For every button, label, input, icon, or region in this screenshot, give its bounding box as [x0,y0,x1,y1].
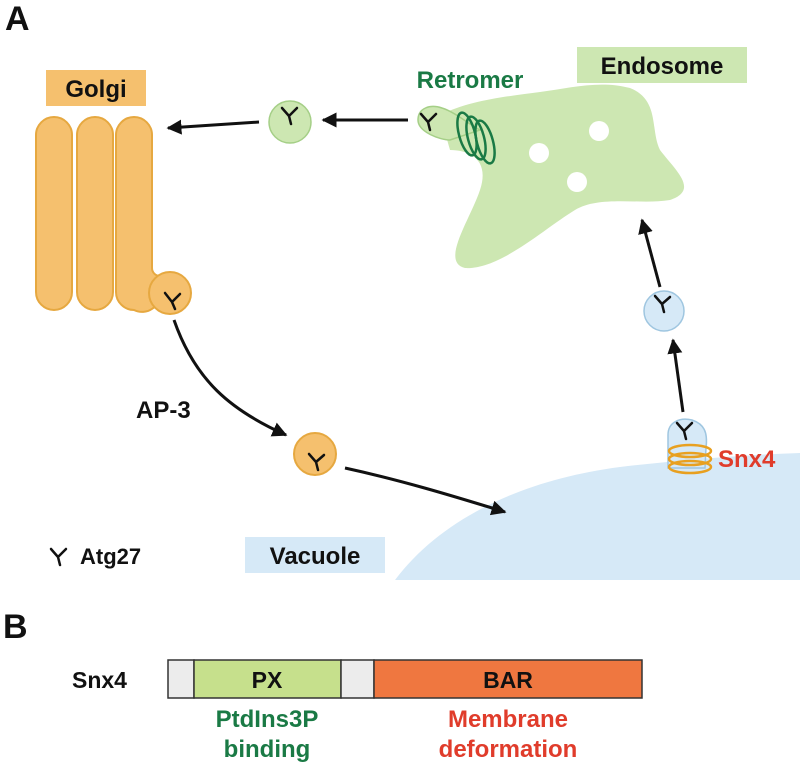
golgi-stack [35,116,162,313]
panel-b-letter: B [3,608,28,646]
panel-a-letter: A [5,0,30,38]
golgi-label: Golgi [65,76,126,103]
n-terminal-linker [167,659,195,699]
snx4-coat [667,443,713,475]
protein-name: Snx4 [72,667,127,693]
arrow-vesicle-to-golgi [166,119,260,135]
snx4-domain-bar [167,659,643,699]
retromer-coat [456,111,496,165]
bar-domain-label: BAR [483,667,533,693]
endosome-body [440,84,685,269]
endosome-label: Endosome [601,53,724,80]
bar-domain [373,659,643,699]
golgi-label-bg [46,70,146,106]
vacuole-label-bg [245,537,385,573]
golgi-budding-vesicle [148,271,192,315]
bar-function-line1: Membrane [448,706,568,733]
retromer-label: Retromer [417,67,524,94]
atg27-ap3-vesicle [307,452,326,472]
atg27-retromer-vesicle [280,106,299,126]
bar-function-line2: deformation [439,736,578,763]
snx4-label: Snx4 [718,446,776,473]
atg27-retromer [419,112,438,132]
atg27-legend-label: Atg27 [80,544,141,569]
arrow-snx4-to-vesicle [667,338,685,413]
atg27-snx4 [675,421,694,441]
endosome-label-bg [577,47,747,83]
vacuole-membrane [395,453,800,580]
atg27-golgi [163,291,182,311]
ap3-vesicle [293,432,337,476]
atg27-icon [49,547,68,567]
px-function-line2: binding [224,736,311,763]
vacuole-label: Vacuole [270,543,361,570]
ap3-label: AP-3 [136,397,191,424]
arrow-golgi-to-ap3-vesicle [172,319,288,437]
arrow-vesicle-to-endosome [638,218,662,288]
px-bar-linker [340,659,375,699]
atg27-snx4-vesicle [653,294,672,314]
arrow-ap3-to-vacuole [344,466,507,516]
endosome-holes [529,121,609,192]
px-function-line1: PtdIns3P [216,706,319,733]
px-domain-label: PX [252,667,283,693]
